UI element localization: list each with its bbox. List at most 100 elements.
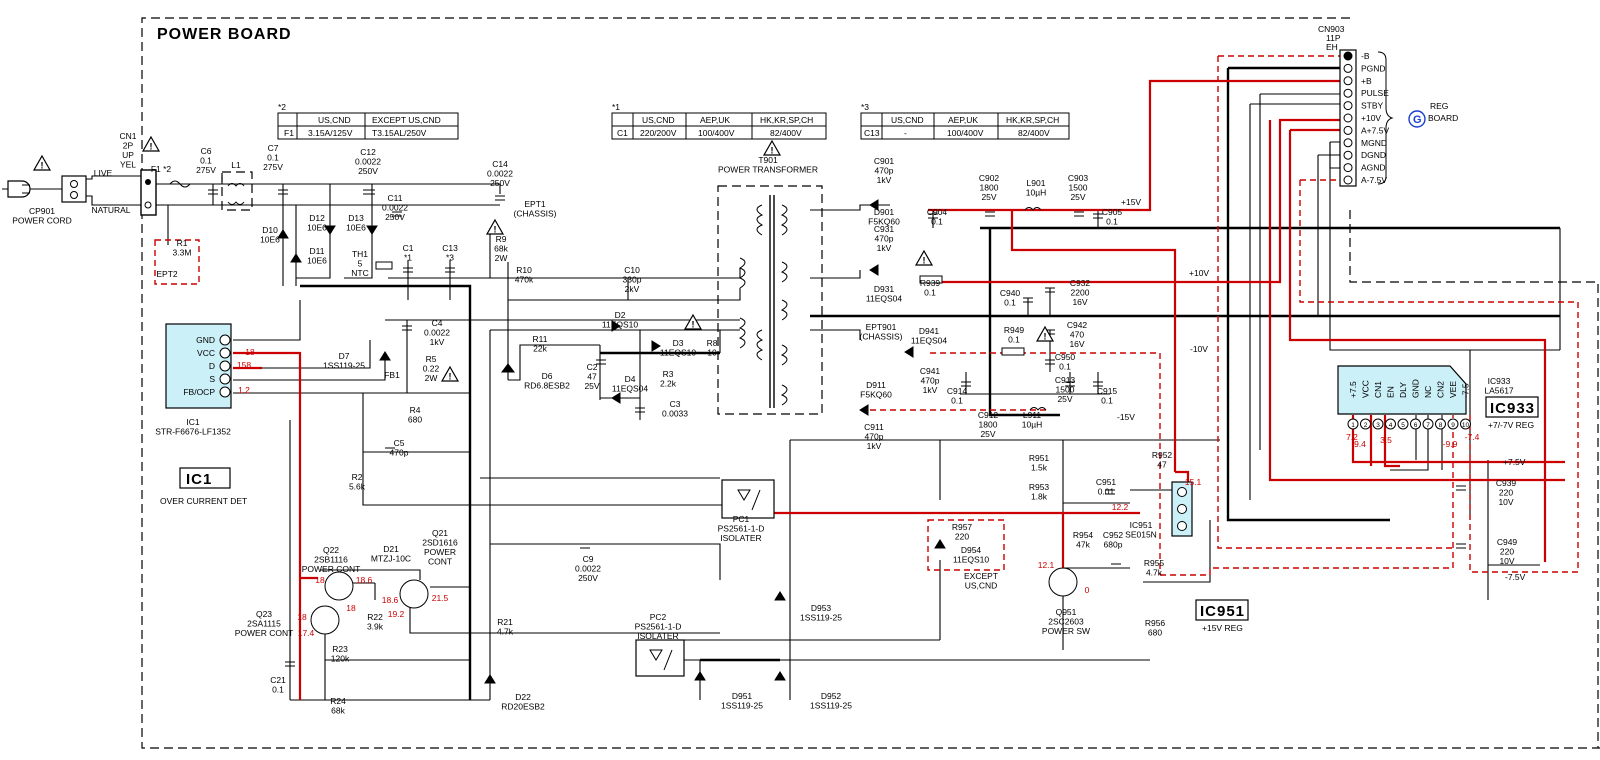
svg-text:82/400V: 82/400V (770, 128, 802, 138)
cn903-header-1: 11P (1326, 33, 1341, 43)
ic933-pin-number: 3 (1376, 422, 1380, 429)
ic951-block (1171, 481, 1193, 537)
svg-text:!: ! (1044, 332, 1047, 342)
svg-text:*3: *3 (861, 102, 869, 112)
voltage-reading: 18 (245, 347, 255, 357)
cn903-header-0: CN903 (1318, 24, 1345, 34)
wires-dashed (154, 55, 1579, 576)
svg-text:3.15A/125V: 3.15A/125V (308, 128, 353, 138)
transistors (310, 567, 1078, 635)
warning-icon: ! (141, 135, 161, 152)
cn903-pin (1343, 138, 1353, 148)
component-label: C13*3 (442, 243, 458, 263)
voltage-reading: 18.6 (356, 575, 373, 585)
voltage-reading: 12.2 (1112, 502, 1129, 512)
component-label: NATURAL (91, 205, 130, 215)
voltage-reading: -9.9 (1443, 439, 1458, 449)
rail-label-minus7v5: -7.5V (1505, 572, 1526, 582)
component-label: EPT1(CHASSIS) (514, 199, 557, 219)
cn903-pin-label: -B (1361, 51, 1370, 61)
svg-text:+15V REG: +15V REG (1202, 623, 1243, 633)
ic933-pin (1460, 418, 1471, 430)
ic933-pin (1410, 418, 1421, 430)
power-plug-icon (2, 180, 31, 198)
cn1-connector (140, 169, 157, 216)
voltage-reading: -7.4 (1465, 432, 1480, 442)
svg-text:AEP,UK: AEP,UK (948, 115, 978, 125)
component-label: EPT901(CHASSIS) (860, 322, 903, 342)
svg-text:!: ! (150, 142, 153, 152)
voltage-reading: 19.2 (388, 609, 405, 619)
ic1-pin-label: FB/OCP (183, 387, 215, 397)
ic933-pin-number: 2 (1364, 422, 1368, 429)
warning-icon: ! (32, 154, 52, 171)
ic933-pin-label: NC (1423, 386, 1433, 398)
cn903-pin-label: AGND (1361, 163, 1386, 173)
table-c13-options: *3 US,CND AEP,UK HK,KR,SP,CH C13 - 100/4… (860, 102, 1070, 140)
voltage-reading: 18 (315, 575, 325, 585)
pc1-optocoupler (721, 479, 775, 519)
reg-board-letter: G (1413, 114, 1422, 126)
ic933-pin-number: 10 (1462, 422, 1470, 429)
component-label: LIVE (94, 168, 113, 178)
svg-text:IC1: IC1 (186, 471, 212, 488)
rail-label-minus10v: -10V (1190, 344, 1208, 354)
svg-text:!: ! (692, 320, 695, 330)
svg-text:100/400V: 100/400V (947, 128, 984, 138)
ic933-pin-number: 1 (1351, 422, 1355, 429)
ic933-pins: +7.51VCC2CN13EN4DLY5GND6NC7CN28VEE9-7.51… (1347, 379, 1471, 430)
ic933-pin (1435, 418, 1446, 430)
rail-label-plus7v5: +7.5V (1503, 457, 1526, 467)
cn903-pin (1343, 63, 1353, 73)
warning-icon: !!!!!!!! (32, 135, 1055, 382)
cn903-header-2: EH (1326, 42, 1338, 52)
voltage-reading: 18 (297, 612, 307, 622)
cn903-pin-label: MGND (1361, 138, 1387, 148)
cn903-pin (1343, 150, 1353, 160)
ic933-pin-label: EN (1386, 386, 1396, 398)
fuse-f1 (169, 180, 191, 188)
board-outline (141, 17, 1600, 749)
line-filter-l1 (221, 171, 253, 211)
voltage-reading: 9.4 (1354, 439, 1366, 449)
svg-text:!: ! (771, 146, 774, 156)
rail-label-plus10v: +10V (1189, 268, 1209, 278)
reg-board-label-0: REG (1430, 101, 1448, 111)
ic933-pin (1422, 418, 1434, 430)
